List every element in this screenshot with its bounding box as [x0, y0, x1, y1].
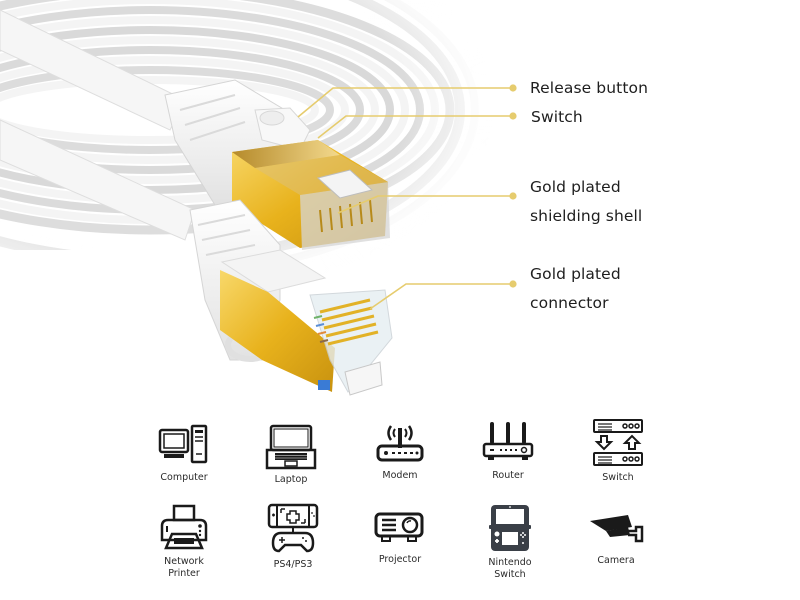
- device-label-line2: Printer: [168, 568, 200, 579]
- switch-icon: [593, 419, 643, 466]
- laptop-icon: [265, 424, 317, 470]
- callout-release-button: Release button: [530, 74, 648, 103]
- callout-label-line1: Gold plated: [530, 178, 621, 196]
- computer-icon: [158, 424, 208, 464]
- callout-switch: Switch: [531, 103, 583, 132]
- device-camera: Camera: [561, 513, 671, 567]
- modem-icon: [376, 425, 424, 462]
- upper-connector: [164, 79, 390, 250]
- device-network-printer: Network Printer: [129, 504, 239, 580]
- callout-lines: [297, 87, 512, 310]
- callout-gold-plated-connector: Gold plated connector: [530, 260, 621, 318]
- router-icon: [482, 422, 534, 460]
- device-ps4-ps3: PS4/PS3: [238, 503, 348, 571]
- device-label-line1: Network: [164, 556, 204, 567]
- device-label: Camera: [597, 555, 635, 566]
- game-console-icon: [267, 503, 319, 553]
- printer-icon: [160, 504, 208, 550]
- device-label: Laptop: [274, 474, 308, 485]
- device-label: Projector: [378, 554, 422, 565]
- device-switch: Switch: [563, 418, 673, 484]
- device-label-line2: Switch: [494, 569, 526, 580]
- callout-dots: [509, 84, 517, 288]
- callout-label-line1: Gold plated: [530, 265, 621, 283]
- callout-label: Switch: [531, 108, 583, 126]
- projector-icon: [374, 512, 424, 542]
- device-label: Computer: [160, 472, 208, 483]
- callout-label-line2: connector: [530, 294, 609, 312]
- device-router: Router: [453, 420, 563, 482]
- callout-label: Release button: [530, 79, 649, 97]
- device-label: Switch: [602, 472, 634, 483]
- callout-label-line2: shielding shell: [530, 207, 643, 225]
- device-label: Router: [492, 470, 524, 481]
- device-projector: Projector: [345, 510, 455, 566]
- device-laptop: Laptop: [236, 424, 346, 486]
- device-label: Modem: [382, 470, 418, 481]
- device-label-line1: Nintendo: [488, 557, 532, 568]
- callout-gold-shielding-shell: Gold plated shielding shell: [530, 173, 642, 231]
- security-camera-icon: [590, 515, 644, 543]
- device-label: PS4/PS3: [273, 559, 313, 570]
- device-nintendo-switch: Nintendo Switch: [455, 503, 565, 581]
- device-computer: Computer: [129, 424, 239, 484]
- lower-connector: [189, 199, 393, 396]
- device-modem: Modem: [345, 420, 455, 482]
- handheld-console-icon: [489, 505, 531, 551]
